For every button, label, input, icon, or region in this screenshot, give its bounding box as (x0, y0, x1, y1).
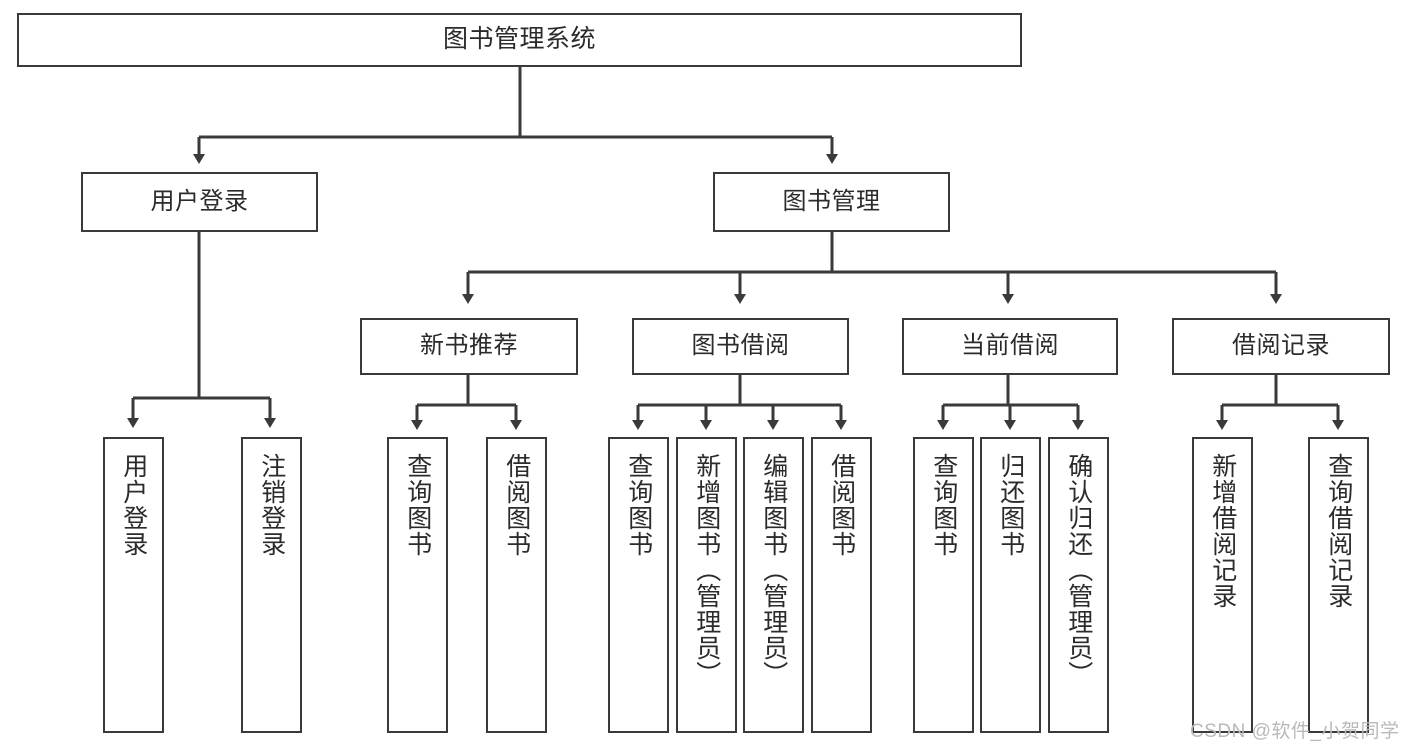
node-user-login[interactable]: 用户登录 (81, 172, 318, 232)
node-label: 归还图书 (996, 453, 1025, 557)
node-label: 图书管理 (782, 187, 881, 215)
node-book-management[interactable]: 图书管理 (713, 172, 950, 232)
leaf-borrow-add-book[interactable]: 新增图书（管理员） (676, 437, 737, 733)
node-label: 新增图书（管理员） (692, 453, 721, 687)
node-label: 当前借阅 (961, 332, 1059, 360)
leaf-borrow-query-book[interactable]: 查询图书 (608, 437, 669, 733)
leaf-record-add[interactable]: 新增借阅记录 (1192, 437, 1253, 733)
node-label: 新增借阅记录 (1208, 453, 1237, 609)
node-label: 图书管理系统 (442, 25, 596, 54)
leaf-current-query-book[interactable]: 查询图书 (913, 437, 974, 733)
node-root-system[interactable]: 图书管理系统 (17, 13, 1022, 67)
node-label: 借阅图书 (827, 453, 856, 557)
leaf-new-book-borrow[interactable]: 借阅图书 (486, 437, 547, 733)
leaf-new-book-query[interactable]: 查询图书 (387, 437, 448, 733)
node-book-borrow[interactable]: 图书借阅 (632, 318, 849, 375)
node-current-borrow[interactable]: 当前借阅 (902, 318, 1118, 375)
node-label: 借阅图书 (502, 453, 531, 557)
leaf-current-confirm-return[interactable]: 确认归还（管理员） (1048, 437, 1109, 733)
node-label: 用户登录 (150, 187, 249, 215)
node-label: 图书借阅 (691, 332, 790, 360)
leaf-user-login[interactable]: 用户登录 (103, 437, 164, 733)
leaf-current-return-book[interactable]: 归还图书 (980, 437, 1041, 733)
node-new-book-recommend[interactable]: 新书推荐 (360, 318, 578, 375)
node-label: 查询图书 (929, 453, 958, 557)
node-label: 查询图书 (624, 453, 653, 557)
node-label: 借阅记录 (1232, 332, 1330, 360)
node-label: 查询借阅记录 (1324, 453, 1353, 609)
node-label: 编辑图书（管理员） (759, 453, 788, 687)
node-label: 用户登录 (119, 453, 148, 557)
node-label: 确认归还（管理员） (1064, 453, 1093, 687)
leaf-record-query[interactable]: 查询借阅记录 (1308, 437, 1369, 733)
leaf-borrow-edit-book[interactable]: 编辑图书（管理员） (743, 437, 804, 733)
node-borrow-record[interactable]: 借阅记录 (1172, 318, 1390, 375)
leaf-user-logout[interactable]: 注销登录 (241, 437, 302, 733)
watermark: CSDN @软件_小贺同学 (1190, 721, 1400, 742)
leaf-borrow-lend-book[interactable]: 借阅图书 (811, 437, 872, 733)
node-label: 查询图书 (403, 453, 432, 557)
node-label: 注销登录 (257, 453, 286, 557)
node-label: 新书推荐 (420, 332, 518, 360)
